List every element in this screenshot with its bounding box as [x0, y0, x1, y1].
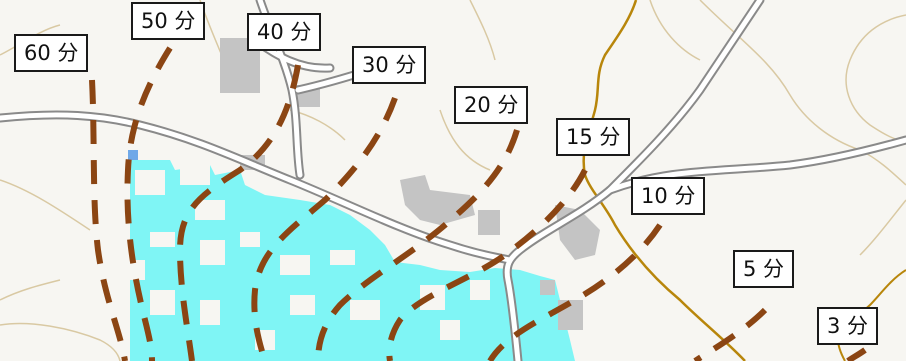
isochrone-label-50: 50 分: [131, 2, 206, 40]
isochrone-label-15: 15 分: [556, 118, 631, 156]
contour-line: [859, 199, 906, 256]
isochrone-3-line: [846, 347, 867, 361]
isochrone-15-line: [386, 168, 588, 361]
isochrone-label-40: 40 分: [247, 13, 322, 51]
isochrone-40-line: [176, 64, 301, 361]
isochrone-30-line: [251, 96, 398, 361]
building: [540, 280, 555, 295]
isochrone-label-5: 5 分: [733, 250, 795, 288]
contour-line: [649, 0, 701, 61]
isochrone-lines: [89, 46, 867, 361]
contour-line: [845, 14, 906, 143]
isochrone-label-60: 60 分: [14, 34, 89, 72]
river: [582, 0, 746, 361]
isochrone-label-3: 3 分: [817, 307, 879, 345]
building: [478, 210, 500, 235]
isochrone-label-20: 20 分: [454, 86, 529, 124]
isochrone-label-10: 10 分: [631, 177, 706, 215]
contour-line: [0, 322, 121, 361]
isochrone-20-line: [315, 129, 520, 361]
isochrone-5-line: [693, 307, 768, 361]
isochrone-50-line: [124, 46, 173, 361]
contour-line: [0, 279, 61, 301]
contour-line: [469, 0, 496, 61]
water-gaps: [130, 165, 490, 350]
building: [400, 175, 475, 225]
isochrone-60-line: [89, 79, 128, 361]
contour-line: [699, 0, 906, 186]
contour-line: [439, 109, 491, 171]
contour-line: [0, 179, 91, 231]
isochrone-label-30: 30 分: [352, 46, 427, 84]
